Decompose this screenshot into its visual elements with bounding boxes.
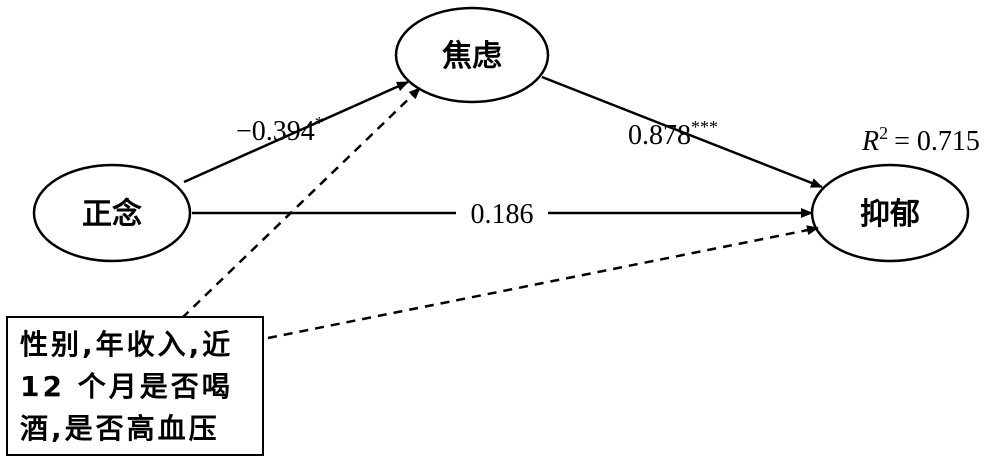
covariates-line-2: 12 个月是否喝 bbox=[20, 370, 233, 403]
covariates-line-1: 性别,年收入,近 bbox=[20, 328, 234, 361]
covariates-line-3: 酒,是否高血压 bbox=[20, 412, 220, 445]
covariates-box: 性别,年收入,近 12 个月是否喝 酒,是否高血压 bbox=[6, 316, 264, 456]
coef-mask bbox=[456, 196, 548, 230]
path-anxiety-depression bbox=[541, 75, 823, 189]
node-depression-label: 抑郁 bbox=[860, 197, 920, 232]
r-squared-label: R2= 0.715 bbox=[861, 123, 980, 157]
coef-mindfulness-anxiety: −0.394* bbox=[236, 113, 324, 147]
node-anxiety bbox=[394, 6, 550, 104]
path-mindfulness-anxiety bbox=[183, 80, 409, 184]
node-mindfulness bbox=[32, 163, 192, 263]
coef-anxiety-depression: 0.878*** bbox=[628, 117, 718, 151]
node-anxiety-label: 焦虑 bbox=[442, 39, 502, 74]
path-covariates-depression bbox=[267, 225, 819, 340]
path-covariates-anxiety bbox=[181, 87, 421, 319]
coef-mindfulness-depression: 0.186 bbox=[471, 199, 534, 230]
node-mindfulness-label: 正念 bbox=[82, 197, 142, 232]
